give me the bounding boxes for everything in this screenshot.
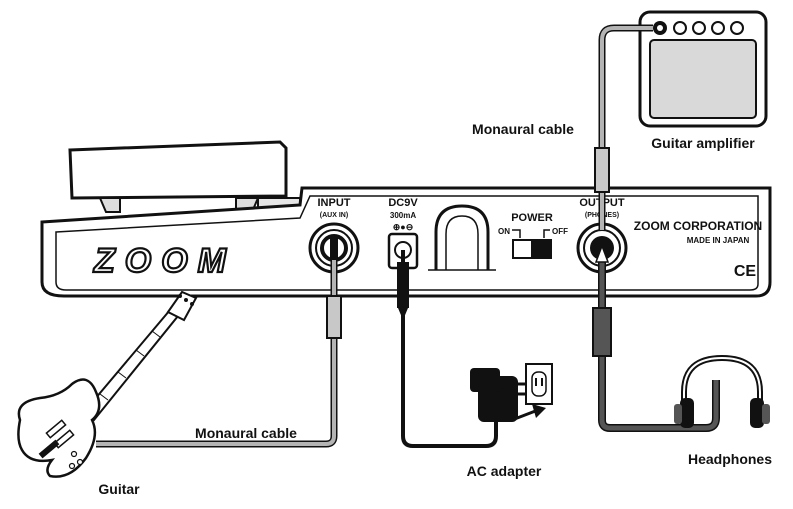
ac-adapter-cable: [397, 250, 498, 448]
input-sublabel: (AUX IN): [320, 212, 348, 219]
power-switch[interactable]: POWER ON OFF: [498, 212, 568, 259]
headphones-label: Headphones: [688, 451, 772, 467]
amp-cable-label: Monaural cable: [472, 121, 574, 137]
guitar-cable-label: Monaural cable: [195, 425, 297, 441]
ac-adapter-label: AC adapter: [467, 463, 542, 479]
guitar-label: Guitar: [98, 481, 140, 497]
dc-label: DC9V: [388, 197, 418, 209]
pedal-rocker: [68, 140, 301, 213]
cable-hook: [428, 204, 496, 271]
electric-guitar-icon: [17, 290, 198, 478]
dc-current-label: 300mA: [390, 211, 416, 220]
headphone-cable: [592, 243, 720, 432]
guitar-amplifier-label: Guitar amplifier: [651, 135, 755, 151]
amp-cable: [594, 24, 653, 230]
made-in-label: MADE IN JAPAN: [687, 236, 750, 245]
ac-adapter-icon: [470, 363, 553, 422]
zoom-logo: ZOOM: [93, 242, 236, 280]
power-on-label: ON: [498, 227, 510, 236]
guitar-amplifier-icon: [638, 10, 768, 128]
company-name: ZOOM CORPORATION: [634, 219, 762, 233]
guitar-cable: [96, 260, 342, 448]
ce-mark: CE: [734, 263, 757, 280]
input-jack[interactable]: INPUT (AUX IN): [308, 197, 360, 274]
power-label: POWER: [511, 212, 553, 224]
input-label: INPUT: [318, 197, 351, 209]
dc-polarity-symbol: ⊕●⊖: [393, 222, 414, 232]
headphones-icon: [674, 354, 770, 428]
power-off-label: OFF: [552, 227, 568, 236]
